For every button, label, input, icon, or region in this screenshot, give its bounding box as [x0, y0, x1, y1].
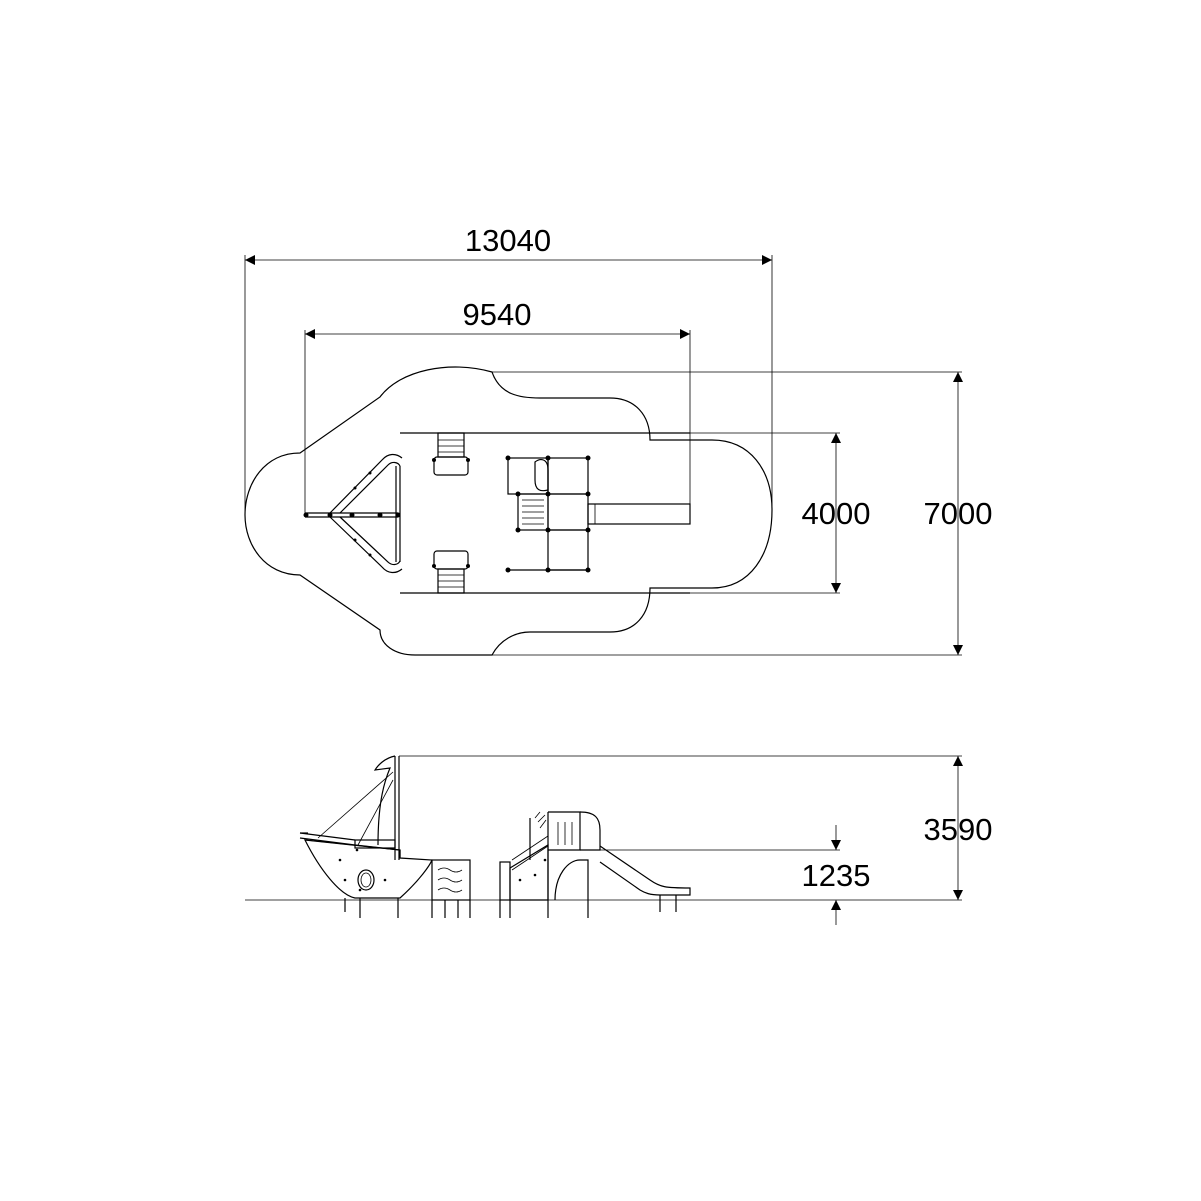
tower-elevation [499, 811, 691, 918]
dimension-total-height [399, 755, 963, 900]
ship-plan [303, 453, 403, 574]
dimension-structure-length-label: 9540 [463, 297, 532, 332]
ladder-elevation [431, 859, 471, 918]
tower-plan [505, 455, 691, 573]
plan-view: 13040 9540 4000 7000 [244, 223, 993, 656]
ladder-top-plan [432, 432, 470, 476]
dimension-platform-height-label: 1235 [802, 858, 871, 893]
elevation-view: 1235 3590 [245, 755, 993, 925]
dimension-overall-length [244, 255, 773, 515]
dimension-structure-length [304, 329, 691, 513]
ship-elevation [299, 755, 433, 918]
dimension-overall-width-label: 7000 [924, 496, 993, 531]
dimension-total-height-label: 3590 [924, 812, 993, 847]
dimension-overall-length-label: 13040 [465, 223, 551, 258]
dimension-structure-width [690, 432, 841, 594]
dimension-platform-height [600, 825, 841, 925]
ladder-bottom-plan [432, 550, 470, 594]
dimension-structure-width-label: 4000 [802, 496, 871, 531]
safety-zone-outline [244, 366, 773, 656]
dimension-overall-width [415, 371, 963, 656]
